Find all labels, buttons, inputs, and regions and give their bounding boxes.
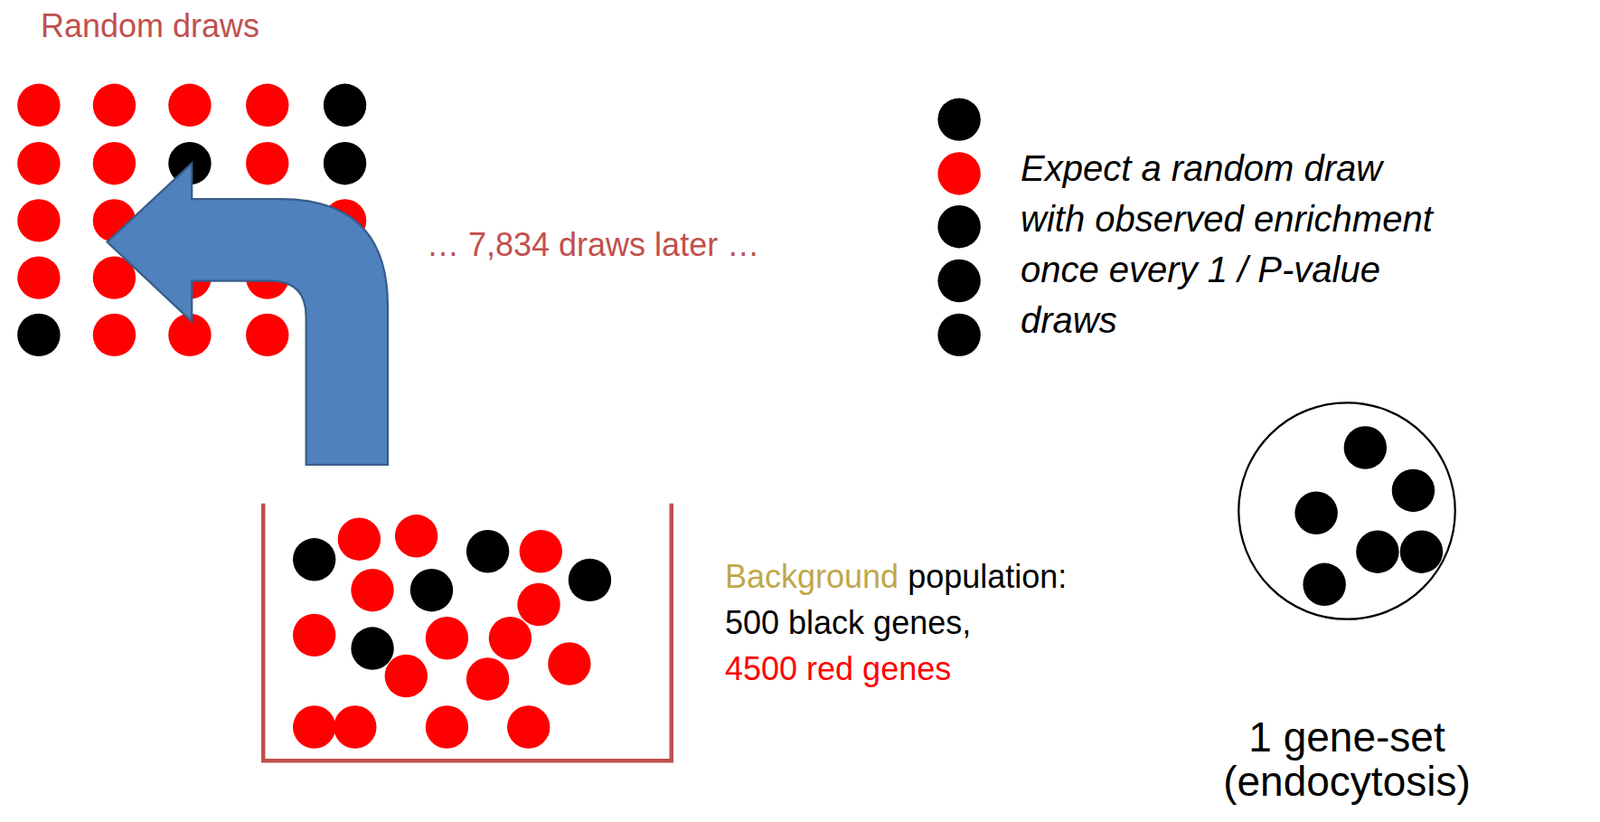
gene-ball <box>466 657 509 700</box>
background-word: Background <box>724 557 899 595</box>
gene-ball <box>93 141 136 185</box>
gene-ball <box>93 313 136 357</box>
gene-ball <box>466 529 509 573</box>
gene-ball <box>350 568 394 612</box>
gene-ball <box>937 313 980 357</box>
gene-ball <box>937 205 980 248</box>
circle-outline <box>1236 400 1458 622</box>
draws-note: … 7,834 draws later … <box>426 225 760 264</box>
gene-ball <box>323 141 367 185</box>
gene-ball <box>292 705 336 748</box>
gene-ball <box>1355 529 1399 573</box>
gene-ball <box>425 705 469 748</box>
draw-arrow <box>107 163 388 465</box>
population-word: population: <box>907 557 1067 595</box>
gene-ball <box>507 705 550 748</box>
gene-ball <box>385 654 428 697</box>
gene-ball <box>168 84 211 127</box>
gene-ball <box>937 259 980 302</box>
observed-draw <box>937 97 980 357</box>
gene-ball <box>1392 469 1435 512</box>
black-count: 500 black genes, <box>724 603 971 641</box>
gene-ball <box>1302 563 1346 606</box>
gene-ball <box>350 626 394 669</box>
section-heading: Random draws <box>40 7 260 46</box>
gene-ball <box>937 97 980 141</box>
gene-set-circle: 1 gene-set (endocytosis) <box>1236 400 1458 622</box>
background-description: Background population: 500 black genes, 45… <box>724 553 1067 692</box>
gene-ball <box>1294 491 1337 535</box>
background-jar <box>263 503 672 762</box>
gene-ball <box>338 517 381 561</box>
gene-ball <box>17 313 60 357</box>
gene-ball <box>425 616 469 659</box>
gene-ball <box>395 514 438 557</box>
gene-ball <box>17 198 60 242</box>
gene-ball <box>245 84 289 127</box>
gene-ball <box>17 141 60 185</box>
gene-ball <box>17 255 60 299</box>
gene-ball <box>519 529 563 573</box>
gene-ball <box>547 641 591 685</box>
gene-set-label: 1 gene-set (endocytosis) <box>1148 715 1546 804</box>
gene-ball <box>1400 529 1443 573</box>
gene-ball <box>245 141 289 185</box>
gene-ball <box>93 84 136 127</box>
gene-ball <box>410 568 453 612</box>
red-count: 4500 red genes <box>724 649 951 688</box>
gene-ball <box>245 313 289 357</box>
gene-ball <box>1344 425 1387 469</box>
background-genes <box>292 514 612 749</box>
gene-ball <box>568 558 612 602</box>
gene-ball <box>937 151 980 195</box>
gene-ball <box>292 537 336 581</box>
gene-ball <box>292 613 336 657</box>
gene-ball <box>323 84 367 127</box>
gene-ball <box>517 583 560 626</box>
explanation-note: Expect a random draw with observed enric… <box>1020 142 1446 346</box>
gene-ball <box>333 705 377 748</box>
gene-ball <box>17 84 60 127</box>
gene-ball <box>489 616 532 659</box>
